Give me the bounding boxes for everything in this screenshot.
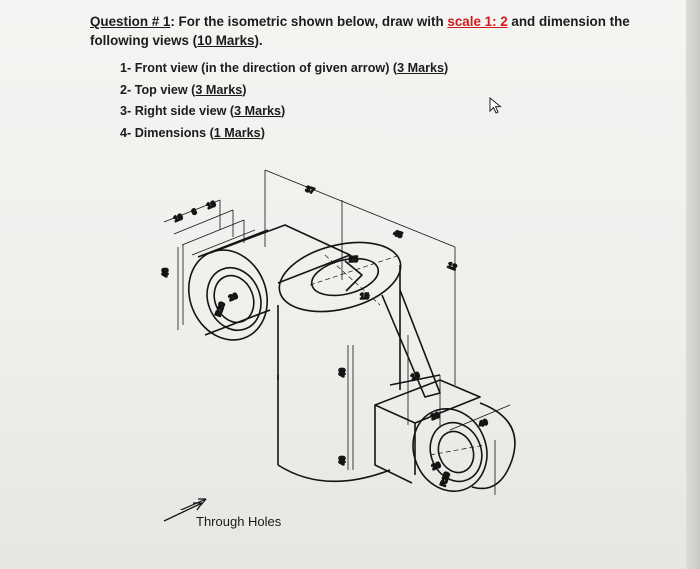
task-close: ) xyxy=(242,82,247,97)
task-marks: 1 Marks xyxy=(213,125,261,140)
dim-40-bottom: 40 xyxy=(338,456,347,465)
question-line2-end: ). xyxy=(254,33,263,48)
total-marks: 10 Marks xyxy=(197,33,255,48)
task-marks: 3 Marks xyxy=(234,104,281,118)
task-item: 1- Front view (in the direction of given… xyxy=(120,58,448,80)
dim-15: 15 xyxy=(360,292,369,301)
dim-phi20-right: 20 xyxy=(430,460,442,472)
dim-6: 6 xyxy=(190,207,198,217)
question-rest: and dimension the xyxy=(507,14,630,29)
task-text: 2- Top view ( xyxy=(120,82,196,97)
question-text: Question # 1: For the isometric shown be… xyxy=(90,12,670,50)
through-holes-label: Through Holes xyxy=(196,514,282,529)
dim-10-left: 10 xyxy=(172,212,184,224)
dim-phi20-left: 20 xyxy=(227,291,239,303)
mouse-pointer-icon xyxy=(489,97,502,114)
dim-45: 45 xyxy=(392,228,404,240)
task-marks: 3 Marks xyxy=(397,61,445,75)
dimension-lines xyxy=(163,169,511,495)
task-close: ) xyxy=(260,125,265,140)
question-intro: : For the isometric shown below, draw wi… xyxy=(170,14,448,29)
task-item: 4- Dimensions (1 Marks) xyxy=(120,123,448,145)
page-edge xyxy=(686,0,700,569)
task-close: ) xyxy=(444,61,449,75)
question-label: Question # 1 xyxy=(90,14,171,29)
isometric-drawing: 37 45 25 15 12 10 6 10 40 40 40 10 20 40… xyxy=(160,169,516,510)
dim-10-right: 10 xyxy=(205,199,217,211)
scale-text: scale 1: 2 xyxy=(447,14,508,29)
task-text: 4- Dimensions ( xyxy=(120,125,214,140)
task-marks: 3 Marks xyxy=(195,82,243,97)
dim-25: 25 xyxy=(349,255,358,264)
task-list: 1- Front view (in the direction of given… xyxy=(120,58,448,144)
center-lines xyxy=(309,254,486,456)
leader-arrow-icon xyxy=(163,502,203,522)
dim-40-middle: 40 xyxy=(338,368,347,377)
question-line2: following views ( xyxy=(90,33,198,48)
task-item: 3- Right side view (3 Marks) xyxy=(120,101,448,123)
dim-40-right: 40 xyxy=(478,417,490,429)
task-text: 3- Right side view ( xyxy=(120,104,235,118)
task-text: 1- Front view (in the direction of given… xyxy=(120,61,398,75)
dim-40-left: 40 xyxy=(161,268,170,277)
task-item: 2- Top view (3 Marks) xyxy=(120,80,448,102)
dim-10-rib: 10 xyxy=(410,370,422,382)
task-close: ) xyxy=(281,104,286,118)
dim-37: 37 xyxy=(304,184,316,195)
dim-12: 12 xyxy=(446,261,458,273)
